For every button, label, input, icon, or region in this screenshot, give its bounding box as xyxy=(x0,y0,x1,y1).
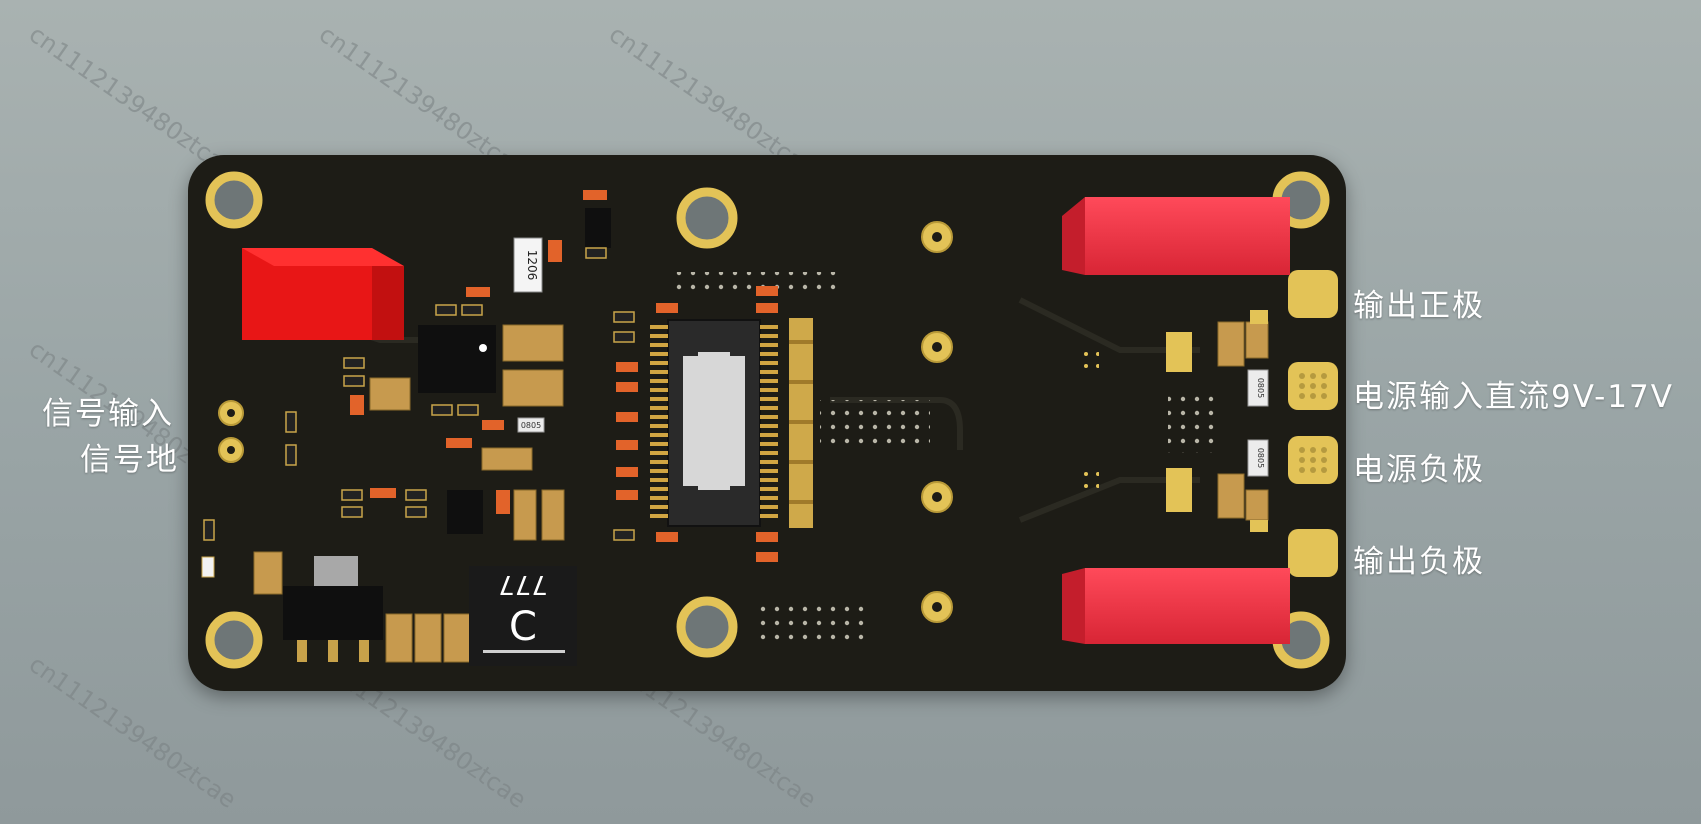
label-power-input: 电源输入直流9V-17V xyxy=(1353,379,1674,415)
mounting-holes xyxy=(205,171,1330,669)
resistor-size-mark: 1206 xyxy=(525,250,539,281)
label-signal-ground: 信号地 xyxy=(80,442,179,478)
mark-0805-c: 0805 xyxy=(521,421,541,430)
label-output-negative: 输出负极 xyxy=(1353,544,1485,580)
label-signal-input: 信号输入 xyxy=(42,396,174,432)
inductor-code: 777 xyxy=(498,569,548,599)
main-ic xyxy=(667,319,761,527)
red-capacitors xyxy=(242,197,1290,644)
label-output-positive: 输出正极 xyxy=(1353,288,1485,324)
mark-0805-b: 0805 xyxy=(1256,448,1265,468)
svg-text:C: C xyxy=(509,604,537,650)
label-power-negative: 电源负极 xyxy=(1353,452,1485,488)
mark-0805-a: 0805 xyxy=(1256,378,1265,398)
terminal-pads xyxy=(1288,270,1338,577)
